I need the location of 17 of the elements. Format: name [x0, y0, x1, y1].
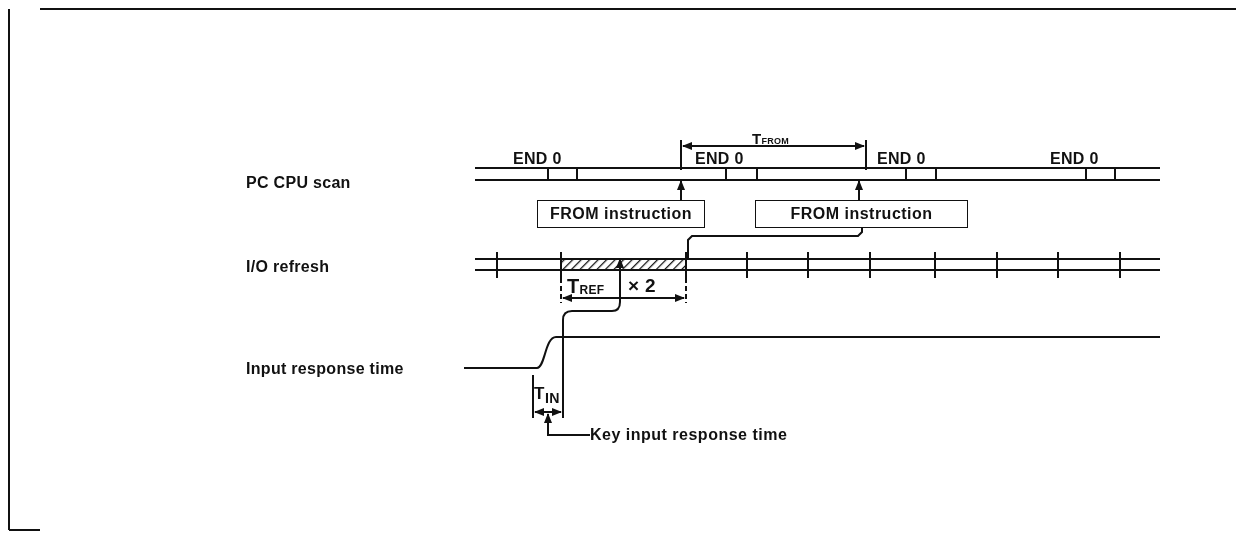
leader-arrow [855, 180, 863, 201]
instruction-box: FROM instruction [537, 200, 705, 228]
instruction-box: FROM instruction [755, 200, 968, 228]
row-label: PC CPU scan [246, 175, 351, 191]
connector-line [687, 227, 863, 259]
row-label: I/O refresh [246, 259, 330, 275]
leader-arrow [677, 180, 685, 201]
scan-label: END 0 [877, 151, 926, 167]
leader-arrow [544, 413, 591, 436]
time-label: T$_{REF}$ [567, 276, 605, 296]
annotation-text: Key input response time [590, 424, 890, 446]
multiplier-label: × 2 [628, 276, 656, 295]
time-label: T$_{IN}$ [534, 384, 562, 414]
scan-label: END 0 [513, 151, 562, 167]
scan-label: END 0 [1050, 151, 1099, 167]
row-label: Input response time [246, 361, 404, 377]
scan-label: END 0 [695, 151, 744, 167]
